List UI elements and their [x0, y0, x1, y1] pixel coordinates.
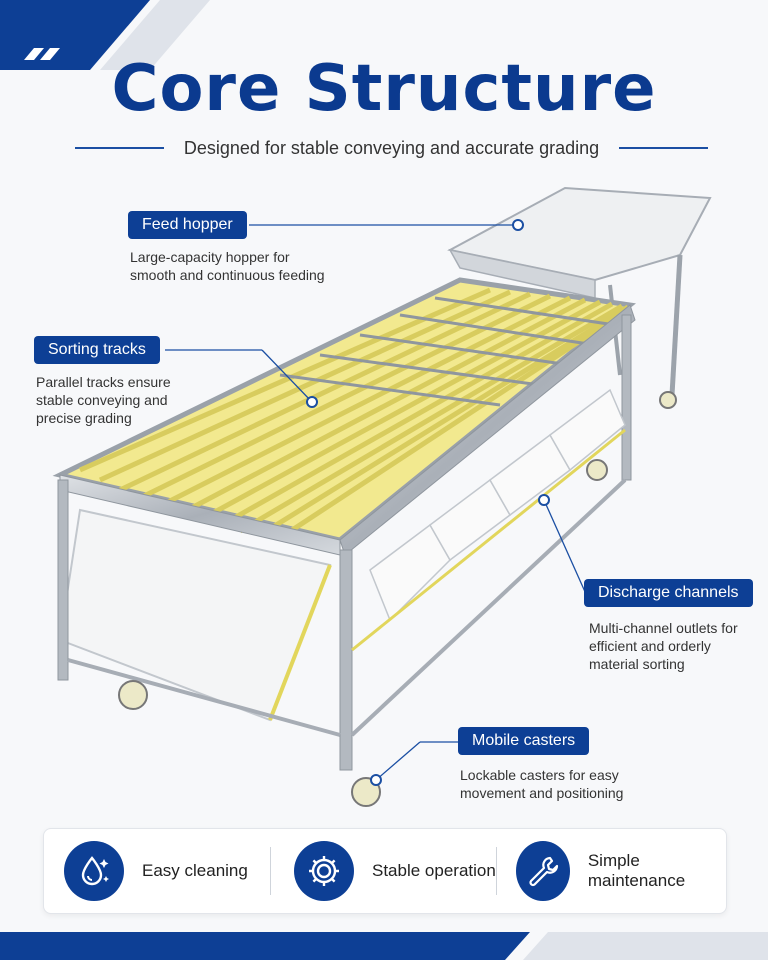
callout-desc-sorting-tracks: Parallel tracks ensure stable conveying … — [36, 373, 171, 427]
feature-easy-cleaning: Easy cleaning — [64, 829, 248, 913]
desc-line: stable conveying and — [36, 392, 168, 408]
page-title: Core Structure — [111, 52, 657, 126]
desc-line: Lockable casters for easy — [460, 767, 619, 783]
feature-stable-operation: Stable operation — [294, 829, 496, 913]
bottom-stripes — [0, 932, 768, 960]
callout-label-mobile-casters: Mobile casters — [458, 727, 590, 755]
callout-label-discharge-channels: Discharge channels — [584, 579, 753, 607]
callout-discharge-channels: Discharge channels — [584, 579, 753, 607]
desc-line: Parallel tracks ensure — [36, 374, 171, 390]
page-subtitle: Designed for stable conveying and accura… — [183, 137, 600, 158]
callout-desc-feed-hopper: Large-capacity hopper for smooth and con… — [130, 248, 325, 284]
desc-line: material sorting — [589, 656, 685, 672]
subtitle-row: Designed for stable conveying and accura… — [75, 136, 709, 160]
subtitle-line-right — [619, 147, 709, 149]
feature-bar: Easy cleaning Stable operation Simple ma… — [43, 828, 727, 914]
feature-label: Stable operation — [372, 861, 496, 880]
gear-icon — [294, 841, 354, 901]
desc-line: efficient and orderly — [589, 638, 711, 654]
desc-line: Large-capacity hopper for — [130, 249, 290, 265]
callout-mobile-casters: Mobile casters — [458, 727, 590, 755]
top-left-stripes — [0, 0, 210, 70]
callout-label-feed-hopper: Feed hopper — [128, 211, 247, 239]
callout-desc-mobile-casters: Lockable casters for easy movement and p… — [460, 766, 623, 802]
water-drop-sparkle-icon — [64, 841, 124, 901]
feature-label: Easy cleaning — [142, 861, 248, 880]
callout-label-sorting-tracks: Sorting tracks — [34, 336, 160, 364]
subtitle-line-left — [75, 147, 164, 149]
desc-line: movement and positioning — [460, 785, 624, 801]
desc-line: precise grading — [36, 410, 132, 426]
desc-line: Multi-channel outlets for — [589, 620, 738, 636]
feature-simple-maintenance: Simple maintenance — [516, 829, 726, 913]
wrench-icon — [516, 841, 570, 901]
callout-desc-discharge-channels: Multi-channel outlets for efficient and … — [589, 619, 738, 673]
grading-machine-illustration — [52, 186, 712, 807]
desc-line: smooth and continuous feeding — [130, 267, 325, 283]
feature-divider — [270, 847, 271, 895]
feature-label: Simple maintenance — [587, 851, 686, 890]
feature-divider — [496, 847, 497, 895]
callout-sorting-tracks: Sorting tracks — [34, 336, 160, 364]
callout-feed-hopper: Feed hopper — [128, 211, 247, 239]
